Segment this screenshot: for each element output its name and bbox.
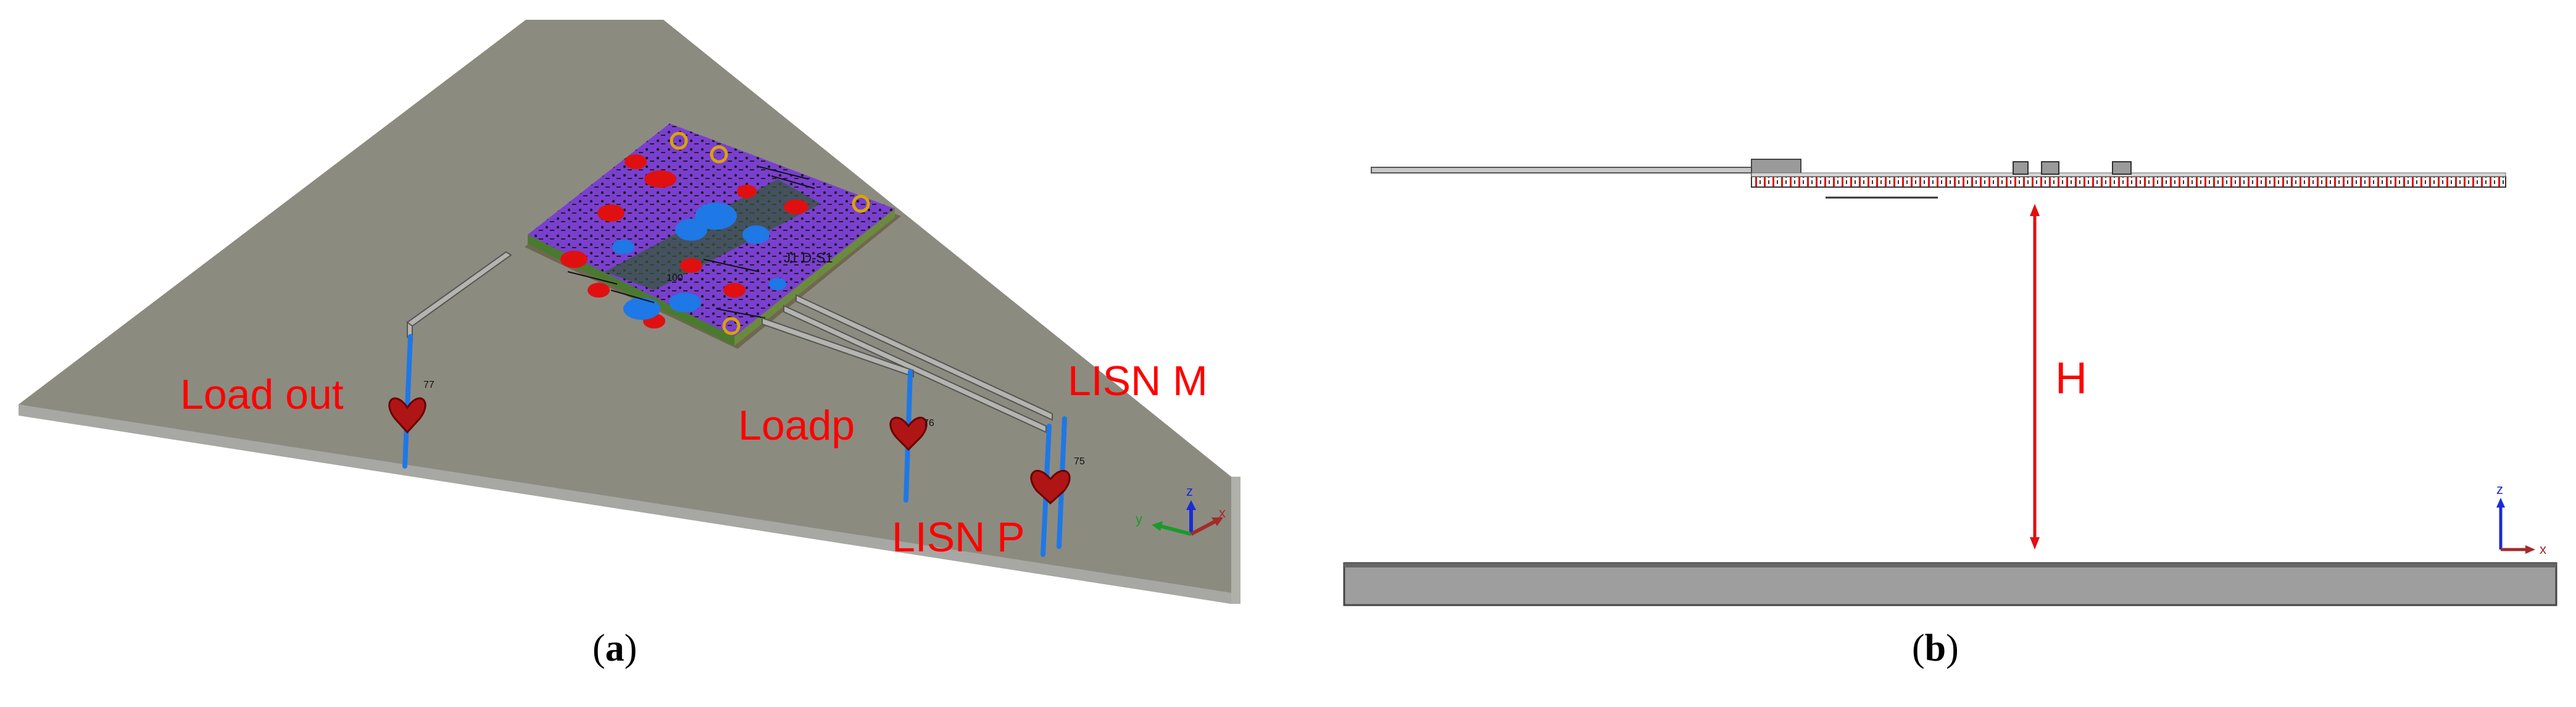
component-small <box>2013 161 2029 175</box>
pcb-silkscreen-text: J1 D-S1 <box>784 250 833 266</box>
axis-label-y: y <box>1136 511 1142 527</box>
pcb-side <box>1751 176 2506 188</box>
caption-b: (b) <box>1912 627 1959 669</box>
panel-b-side-view: H z x <box>1343 159 2557 606</box>
label-loadp: Loadp <box>738 402 855 449</box>
label-lisn-p: LISN P <box>892 514 1024 561</box>
label-height: H <box>2055 354 2087 403</box>
port-number-76: 76 <box>923 418 934 429</box>
port-marker-77 <box>388 397 426 434</box>
axis-label-z: z <box>1186 483 1193 499</box>
label-load-out: Load out <box>180 371 344 418</box>
pcb-board: J1 D-S1 100 <box>525 123 901 349</box>
port-number-75: 75 <box>1074 456 1085 467</box>
port-number-77: 77 <box>423 380 434 390</box>
axis-label-x: x <box>1219 505 1226 521</box>
axis-triad-a: z y x <box>1136 483 1226 536</box>
panel-a-3d-view: J1 D-S1 100 <box>19 20 1240 604</box>
axis-triad-b: z x <box>2496 482 2546 557</box>
caption-a: (a) <box>592 627 638 669</box>
ground-plane-side <box>1343 562 2557 606</box>
cables <box>406 251 1053 433</box>
component-small <box>2112 161 2132 175</box>
height-dimension: H <box>2030 204 2087 550</box>
pcb-annotation-text <box>567 166 815 319</box>
label-lisn-m: LISN M <box>1068 358 1208 404</box>
port-marker-75 <box>1030 470 1071 505</box>
axis-label-z: z <box>2496 482 2503 497</box>
component-small <box>2041 161 2059 175</box>
ground-plane-front-edge <box>19 404 1231 604</box>
port-marker-76 <box>889 417 928 451</box>
probe-load-out <box>402 334 413 469</box>
axis-label-x: x <box>2540 542 2546 557</box>
pcb-components <box>560 154 808 328</box>
ground-plane-side-edge <box>1231 477 1240 604</box>
cable-side <box>1371 167 1753 174</box>
port-markers: 77 76 75 <box>388 380 1085 505</box>
pcb-silkscreen-text: 100 <box>667 273 683 283</box>
